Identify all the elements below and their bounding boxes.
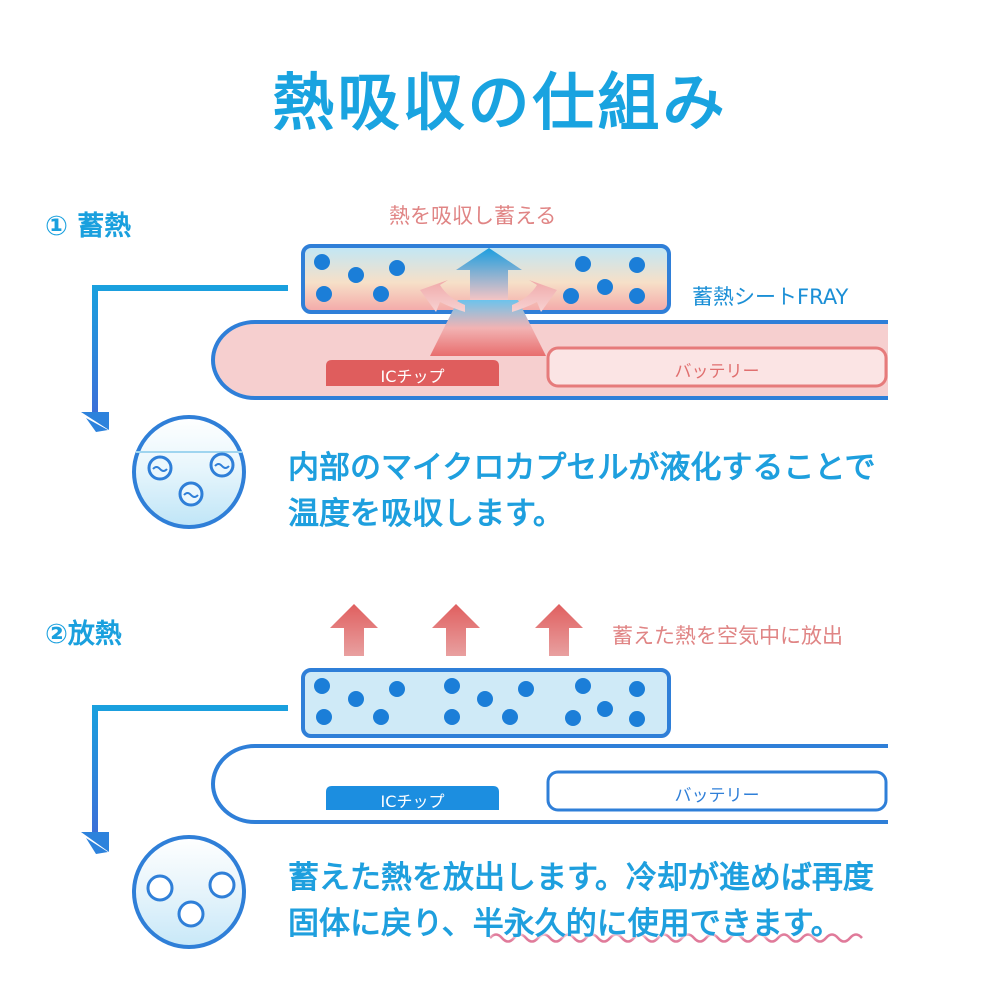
description-release-line2: 固体に戻り、半永久的に使用できます。 <box>288 901 874 947</box>
heat-flow-arrows <box>420 248 557 356</box>
ic-chip-2 <box>326 786 499 810</box>
description-storage-line2: 温度を吸収します。 <box>288 496 564 532</box>
ic-chip-label-2: ICチップ <box>380 792 445 811</box>
capsule-circle-1 <box>132 415 246 529</box>
caption-absorb: 熱を吸収し蓄える <box>389 204 557 228</box>
ic-chip-label-1: ICチップ <box>380 367 445 386</box>
capsule-dots-1 <box>314 254 645 304</box>
description-release-line2b: 半永久的に使用できます。 <box>472 906 842 942</box>
battery-label-1: バッテリー <box>674 362 760 382</box>
description-storage-line1: 内部のマイクロカプセルが液化することで <box>288 450 876 486</box>
capsule-circle-2 <box>132 835 246 949</box>
capsule-dots-2 <box>314 678 645 727</box>
description-release-line1: 蓄えた熱を放出します。冷却が進めば再度 <box>288 860 874 896</box>
release-arrows <box>330 604 583 656</box>
battery-box-1 <box>546 346 888 388</box>
battery-box-2 <box>546 770 888 812</box>
flow-connector-2 <box>81 705 288 854</box>
ic-chip-1 <box>326 360 499 386</box>
description-release-line2a: 固体に戻り、 <box>288 906 473 942</box>
description-release: 蓄えた熱を放出します。冷却が進めば再度 固体に戻り、半永久的に使用できます。 <box>288 855 874 947</box>
step-label-storage: ① 蓄熱 <box>45 211 132 242</box>
page-title: 熱吸収の仕組み <box>272 66 728 139</box>
flow-connector-1 <box>81 285 288 432</box>
caption-release: 蓄えた熱を空気中に放出 <box>612 624 843 648</box>
wavy-underline <box>489 933 863 943</box>
sheet-label: 蓄熱シートFRAY <box>692 285 849 309</box>
step-label-release: ②放熱 <box>45 619 122 650</box>
description-storage: 内部のマイクロカプセルが液化することで 温度を吸収します。 <box>288 445 875 537</box>
battery-label-2: バッテリー <box>674 786 760 806</box>
